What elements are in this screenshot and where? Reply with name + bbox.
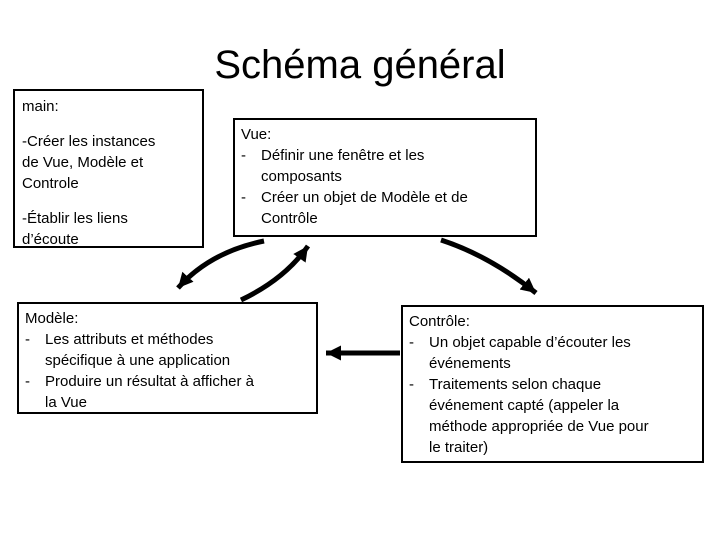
vue-box-item-text: Définir une fenêtre et les composants [261, 147, 425, 185]
bullet-dash: - [409, 376, 414, 393]
bullet-dash: - [25, 373, 30, 390]
bullet-dash: - [409, 334, 414, 351]
controle-box-item: - Un objet capable d’écouter les événeme… [409, 332, 698, 374]
main-box: main: -Créer les instances de Vue, Modèl… [13, 89, 204, 248]
bullet-dash: - [241, 147, 246, 164]
vue-box-label: Vue: [241, 126, 272, 143]
modele-box-item: - Les attributs et méthodes spécifique à… [25, 329, 312, 371]
vue-box-item: - Créer un objet de Modèle et de Contrôl… [241, 187, 531, 229]
main-box-label: main: [22, 98, 59, 115]
arrow-modele-to-vue [239, 244, 311, 303]
arrow-vue-to-controle [440, 237, 538, 295]
bullet-dash: - [25, 331, 30, 348]
main-box-item: -Établir les liens d’écoute [22, 210, 128, 248]
modele-box-item: - Produire un résultat à afficher à la V… [25, 371, 312, 413]
modele-box: Modèle: - Les attributs et méthodes spéc… [17, 302, 318, 414]
vue-box-item: - Définir une fenêtre et les composants [241, 145, 531, 187]
controle-box-item-text: Traitements selon chaque événement capté… [429, 376, 649, 456]
controle-box-item: - Traitements selon chaque événement cap… [409, 374, 698, 458]
vue-box: Vue: - Définir une fenêtre et les compos… [233, 118, 537, 237]
controle-box: Contrôle: - Un objet capable d’écouter l… [401, 305, 704, 463]
controle-box-label: Contrôle: [409, 313, 470, 330]
slide-title: Schéma général [214, 43, 506, 87]
modele-box-item-text: Les attributs et méthodes spécifique à u… [45, 331, 231, 369]
modele-box-item-text: Produire un résultat à afficher à la Vue [45, 373, 255, 411]
controle-box-item-text: Un objet capable d’écouter les événement… [429, 334, 631, 372]
main-box-item: -Créer les instances de Vue, Modèle et C… [22, 133, 156, 192]
vue-box-item-text: Créer un objet de Modèle et de Contrôle [261, 189, 468, 227]
bullet-dash: - [241, 189, 246, 206]
modele-box-label: Modèle: [25, 310, 79, 327]
